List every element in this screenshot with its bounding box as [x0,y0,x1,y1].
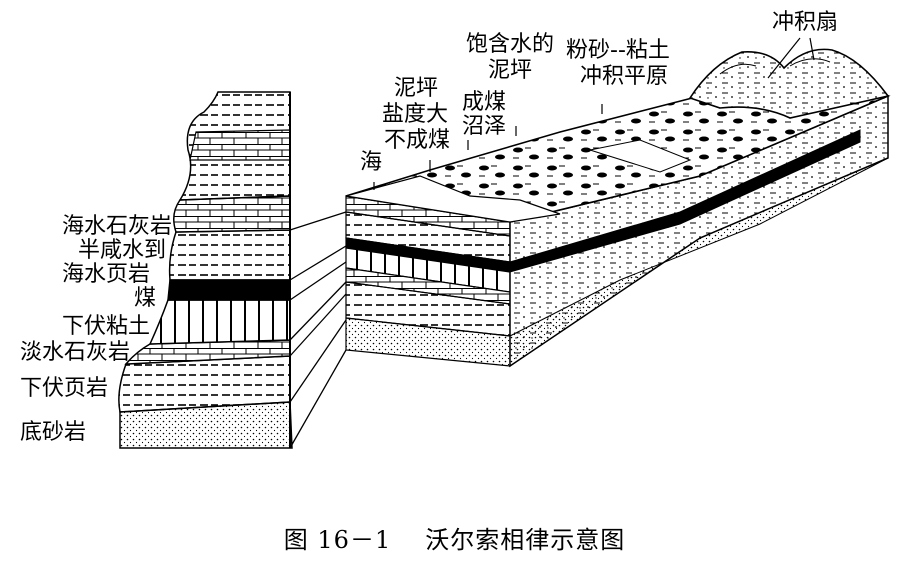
label-brackish-shale-line2: 海水页岩 [62,262,151,287]
label-mudflat-line1: 泥坪 [394,76,439,101]
brackish-shale-layer [168,229,291,281]
label-underclay: 下伏粘土 [62,314,151,339]
block-diagram [345,37,891,368]
stratigraphic-column [118,91,293,449]
label-mudflat-line2: 盐度大 [382,102,449,127]
marine-limestone-layer [173,195,291,233]
correlation-lines [289,211,347,449]
label-saturated-line2: 泥坪 [488,58,533,83]
caption-number: 图 16－1 [283,526,392,554]
coal-layer [167,279,291,301]
figure-caption: 图 16－1 沃尔索相律示意图 [0,520,909,555]
label-basal-sandstone: 底砂岩 [20,420,87,445]
label-coal: 煤 [134,286,157,311]
block-front-face [345,195,511,367]
label-freshwater-limestone: 淡水石灰岩 [20,340,131,365]
side-face-dark-band [509,129,861,273]
caption-title: 沃尔索相律示意图 [425,526,626,554]
label-marine-limestone: 海水石灰岩 [62,214,173,239]
freshwater-limestone-layer [124,339,291,365]
alluvial-fan-hills [688,48,890,119]
label-sea: 海 [360,150,383,175]
label-alluvial-fan: 冲积扇 [772,10,839,35]
underclay-layer [148,299,291,345]
mudflat-band [589,139,692,173]
underlying-shale-layer [118,355,291,413]
label-mudflat-line3: 不成煤 [384,128,451,153]
label-saturated-line1: 饱含水的 [466,32,555,57]
sea-area [345,175,561,223]
label-swamp-line1: 成煤 [462,90,507,115]
label-swamp-line2: 沼泽 [462,114,507,139]
label-underlying-shale: 下伏页岩 [20,376,109,401]
upper-limestone-band [189,129,291,161]
label-floodplain-line2: 冲积平原 [580,64,669,89]
side-face-lower-sand [509,157,889,367]
label-floodplain-line1: 粉砂--粘土 [566,38,670,63]
label-brackish-shale-line1: 半咸水到 [78,238,167,263]
